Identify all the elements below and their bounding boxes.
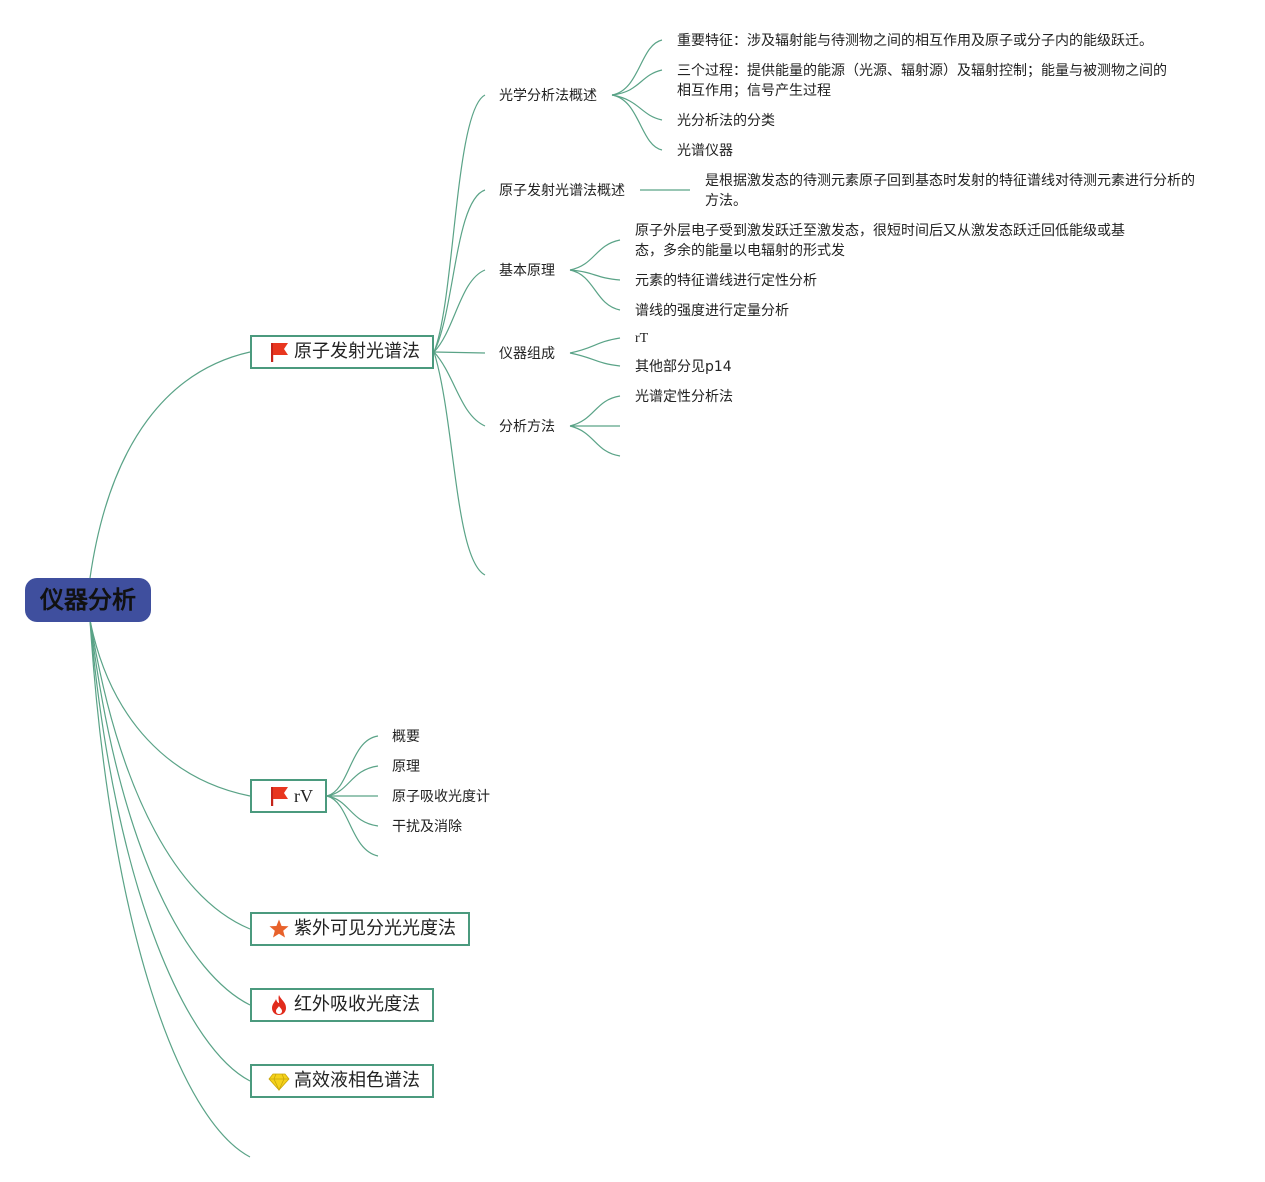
branch-label: 高效液相色谱法 xyxy=(294,1070,420,1091)
subtopic-node[interactable]: 光学分析法概述 xyxy=(499,88,597,104)
connector-aes-l2-2 xyxy=(433,189,486,353)
fire-icon xyxy=(272,995,286,1015)
branch-node-aes[interactable]: 原子发射光谱法 xyxy=(250,335,434,369)
detail-node[interactable]: 重要特征：涉及辐射能与待测物之间的相互作用及原子或分子内的能级跃迁。 xyxy=(677,33,1153,49)
diamond-icon xyxy=(268,1073,290,1091)
detail-node[interactable]: 原子外层电子受到激发跃迁至激发态，很短时间后又从激发态跃迁回低能级或基态，多余的… xyxy=(635,223,1125,259)
detail-node[interactable]: 谱线的强度进行定量分析 xyxy=(635,303,789,319)
connector-aes-l2-6 xyxy=(433,351,486,576)
detail-node[interactable]: 其他部分见p14 xyxy=(635,359,732,375)
branch-node-hplc[interactable]: 高效液相色谱法 xyxy=(250,1064,434,1098)
red-flag-icon xyxy=(271,343,288,362)
branch-label: 紫外可见分光光度法 xyxy=(294,918,456,939)
orange-star-icon xyxy=(269,919,289,938)
connector-root-empty xyxy=(89,619,251,1158)
detail-node[interactable]: 光谱仪器 xyxy=(677,143,733,159)
subtopic-node[interactable]: 概要 xyxy=(392,729,420,745)
subtopic-node[interactable]: 原子发射光谱法概述 xyxy=(499,183,625,199)
subtopic-node[interactable]: 原子吸收光度计 xyxy=(392,789,490,805)
subtopic-node[interactable]: 仪器组成 xyxy=(499,346,555,362)
branch-node-ir[interactable]: 红外吸收光度法 xyxy=(250,988,434,1022)
connector-aes-l2-1 xyxy=(433,94,486,353)
detail-node[interactable]: 元素的特征谱线进行定性分析 xyxy=(635,273,817,289)
connector-root-aes xyxy=(89,351,251,579)
branch-label: 原子发射光谱法 xyxy=(294,341,420,362)
connector-aes-l2-3 xyxy=(433,269,486,353)
red-flag-icon xyxy=(271,787,288,806)
subtopic-node[interactable]: 干扰及消除 xyxy=(392,819,462,835)
connector-root-ir xyxy=(89,619,251,1006)
subtopic-node[interactable]: 基本原理 xyxy=(499,263,555,279)
connector-root-hplc xyxy=(89,619,251,1082)
detail-node[interactable]: 三个过程：提供能量的能源（光源、辐射源）及辐射控制；能量与被测物之间的相互作用；… xyxy=(677,63,1167,99)
detail-node[interactable]: 光谱定性分析法 xyxy=(635,389,733,405)
branch-label: 红外吸收光度法 xyxy=(294,994,420,1015)
subtopic-node[interactable]: 原理 xyxy=(392,759,420,775)
connector-aes-l2-5 xyxy=(433,351,486,427)
branch-node-rv[interactable]: rV xyxy=(250,779,327,813)
detail-node[interactable]: 光分析法的分类 xyxy=(677,113,775,129)
root-node[interactable]: 仪器分析 xyxy=(25,578,151,622)
connector-aes-l2-4 xyxy=(433,351,486,354)
subtopic-node[interactable]: 分析方法 xyxy=(499,419,555,435)
branch-label: rV xyxy=(294,786,313,806)
branch-node-uv-vis[interactable]: 紫外可见分光光度法 xyxy=(250,912,470,946)
detail-node[interactable]: 是根据激发态的待测元素原子回到基态时发射的特征谱线对待测元素进行分析的方法。 xyxy=(705,173,1195,209)
detail-node[interactable]: rT xyxy=(635,331,649,346)
connector-root-uv xyxy=(89,619,251,930)
connector-root-rv xyxy=(89,619,251,797)
